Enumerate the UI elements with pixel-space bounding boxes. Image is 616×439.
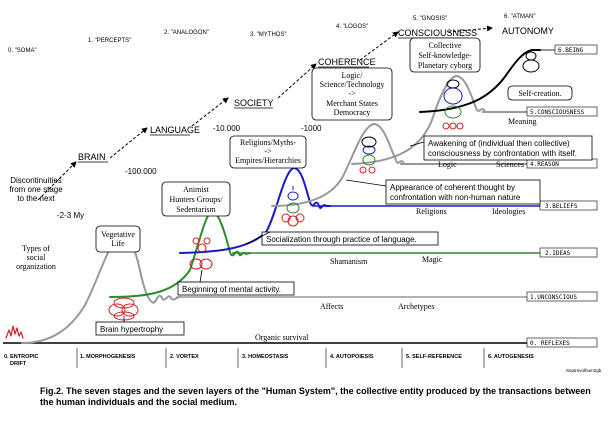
types-line-1: Types of (22, 244, 50, 253)
stage-label-soma: 0. "SOMA" (8, 48, 37, 54)
animist-line-2: Hunters Groups/ (169, 195, 223, 204)
bottom-autogenesis: 6. AUTOGENESIS (488, 354, 534, 360)
discontinuities-line-2: from one stage (9, 185, 63, 194)
socialization-text: Socialization through practice of langua… (266, 235, 417, 244)
level-organic-survival: Organic survival (255, 333, 309, 342)
drift-line-1: 0. ENTROPIC (4, 354, 39, 360)
stage-label-analogon: 2. "ANALOGON" (164, 30, 209, 36)
level-religions: Religions (416, 207, 447, 216)
layer-label-unconscious: 1.UNCONSCIOUS (530, 294, 577, 301)
vegetative-line-2: Life (111, 239, 125, 248)
coherent-line-1: Appearance of coherent thought by (390, 183, 515, 192)
layer-label-ideas: 2.IDEAS (545, 250, 571, 257)
types-line-2: social (27, 253, 46, 262)
level-sciences: Sciences (496, 160, 524, 169)
vegetative-line-1: Vegetative (101, 230, 135, 239)
collective-line-1: Collective (429, 41, 462, 50)
layer-label-consciousness: 5.CONSCIOUSNESS (530, 109, 585, 116)
animist-line-1: Animist (183, 185, 210, 194)
box-collective (409, 37, 481, 73)
level-logic: Logic (438, 160, 457, 169)
time-100000: -100.000 (125, 167, 157, 176)
stage-label-atman: 6. "ATMAN" (504, 14, 536, 20)
step-coherence: COHERENCE (318, 57, 376, 67)
step-language: LANGUAGE (150, 125, 200, 135)
time-10000: -10.000 (213, 124, 241, 133)
religions-box-line-2: -> (264, 147, 272, 156)
mental-activity-text: Beginning of mental activity. (182, 285, 281, 294)
curve-autopoiesis (271, 123, 409, 207)
bottom-vortex: 2. VORTEX (170, 354, 199, 360)
figure-caption: Fig.2. The seven stages and the seven la… (40, 386, 591, 407)
box-vegetative-life (95, 225, 141, 253)
self-creation-text: Self-creation. (518, 89, 561, 98)
figures (108, 51, 540, 321)
box-animist (161, 181, 231, 217)
step-society: SOCIETY (234, 98, 274, 108)
note-socialization (261, 231, 439, 246)
curve-self-reference (351, 75, 491, 165)
note-brain-hypertrophy (95, 321, 185, 336)
awakening-line-1: Awakening of (individual then collective… (428, 139, 570, 148)
layer-label-reason: 4.REASON (530, 161, 559, 168)
note-mental-activity (177, 281, 295, 296)
level-meaning: Meaning (508, 117, 536, 126)
collective-line-3: Planetary cyborg (418, 61, 472, 70)
logic-box-line-2: Science/Technology (320, 80, 385, 89)
layer-label-reflexes: 0. REFLEXES (530, 340, 570, 347)
logic-box-line-3: -> (348, 89, 356, 98)
layer-label-beliefs: 3.BELIEFS (545, 203, 578, 210)
logic-box-line-4: Merchant States (326, 99, 378, 108)
box-logic (311, 67, 393, 121)
bottom-self-reference: 5. SELF-REFERENCE (406, 354, 462, 360)
level-ideologies: Ideologies (492, 207, 525, 216)
signature: Septrevolhum2gb (566, 368, 602, 373)
stage-label-gnosis: 5. "GNOSIS" (413, 16, 447, 22)
note-awakening (423, 135, 593, 161)
logic-box-line-5: Democracy (334, 108, 371, 117)
note-coherent (385, 179, 541, 205)
stage-label-mythos: 3. "MYTHOS" (250, 32, 287, 38)
curve-morphogenesis (21, 235, 181, 344)
religions-box-line-3: Empires/Hierarchies (235, 156, 301, 165)
entropic-squiggle (5, 325, 24, 339)
discontinuities-line-1: Discontinuities (10, 176, 62, 185)
curve-autogenesis (419, 49, 541, 113)
stage-label-logos: 4. "LOGOS" (336, 24, 368, 30)
level-archetypes: Archetypes (398, 302, 434, 311)
time-2-3-my: -2-3 My (57, 211, 84, 220)
collective-line-2: Self-knowledge- (418, 51, 472, 60)
step-autonomy: AUTONOMY (502, 26, 554, 36)
religions-box-line-1: Religions/Myths- (240, 138, 296, 147)
drift-line-2: DRIFT (10, 361, 27, 367)
layer-label-being: 6.BEING (558, 47, 584, 54)
types-line-3: organization (16, 262, 56, 271)
bottom-homeostasis: 3. HOMEOSTASIS (242, 354, 289, 360)
time-1000: -1000 (301, 124, 322, 133)
box-self-creation (507, 85, 573, 101)
curve-homeostasis (179, 167, 331, 254)
level-affects: Affects (320, 302, 343, 311)
bottom-autopoiesis: 4. AUTOPOIESIS (330, 354, 374, 360)
stage-label-percepts: 1. "PERCEPTS" (88, 38, 131, 44)
box-religions (229, 135, 307, 169)
curve-vortex (109, 211, 251, 298)
brain-hypertrophy-text: Brain hypertrophy (100, 325, 163, 334)
discontinuities-line-3: to the next (17, 194, 55, 203)
level-shamanism: Shamanism (330, 257, 368, 266)
animist-line-3: Sedentarism (176, 205, 216, 214)
step-brain: BRAIN (78, 152, 106, 162)
bottom-morphogenesis: 1. MORPHOGENESIS (80, 354, 136, 360)
awakening-line-2: consciousness by confrontation with itse… (428, 149, 577, 158)
logic-box-line-1: Logic/ (342, 71, 364, 80)
level-magic: Magic (422, 255, 443, 264)
coherent-line-2: confrontation with non-human nature (390, 193, 521, 202)
step-consciousness: CONSCIOUSNESS (398, 28, 477, 38)
